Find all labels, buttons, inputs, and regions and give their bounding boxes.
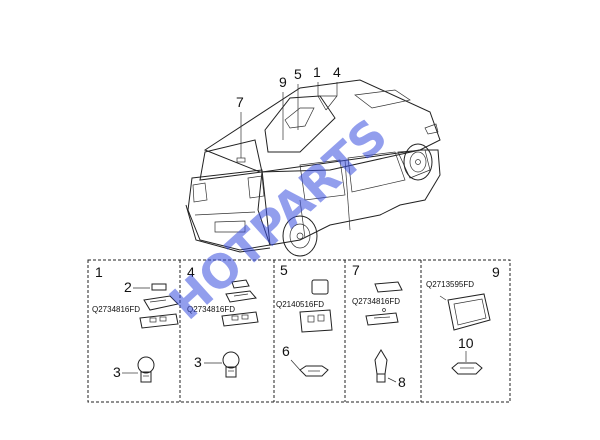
lamp-housing-part [143,295,180,311]
callout-2: 2 [124,279,132,295]
panel-number: 5 [280,262,288,278]
part-number: Q2734816FD [352,297,400,306]
callout-8: 8 [398,374,406,390]
lens-part [151,283,167,291]
part-number: Q2734816FD [92,305,140,314]
lamp-housing-part [225,290,257,303]
callout-3: 3 [113,364,121,380]
lamp-housing-part [365,312,399,326]
lens-part [311,279,329,295]
vehicle-illustration [185,79,441,257]
bulb-part [222,351,240,369]
lens-part [374,281,403,293]
bulb-part [374,349,388,375]
panel-1: 1 2 Q2734816FD 3 [92,264,180,383]
panel-9: 9 Q2713595FD 10 [426,264,500,375]
lamp-housing-part [299,309,333,333]
callout-4: 4 [333,64,341,80]
panel-4: 4 Q2734816FD 3 [187,264,259,378]
panel-7: 7 Q2734816FD 8 [352,262,406,390]
panel-number: 4 [187,264,195,280]
callout-9: 9 [279,74,287,90]
callout-5: 5 [294,66,302,82]
part-number: Q2140516FD [276,300,324,309]
festoon-bulb-part [451,362,483,375]
panel-number: 9 [492,264,500,280]
callout-1: 1 [313,64,321,80]
part-number: Q2713595FD [426,280,474,289]
callout-6: 6 [282,343,290,359]
callout-10: 10 [458,335,474,351]
part-number: Q2734816FD [187,305,235,314]
callout-3: 3 [194,354,202,370]
panel-number: 7 [352,262,360,278]
lamp-assembly-part [447,293,491,331]
panel-number: 1 [95,264,103,280]
panel-5: 5 Q2140516FD 6 [276,262,333,377]
parts-panel-frame [87,259,511,403]
lens-part [231,279,250,289]
festoon-bulb-part [299,365,329,377]
lamp-base-part [139,313,179,329]
callout-7: 7 [236,94,244,110]
lamp-base-part [221,311,259,327]
bulb-part [137,356,155,374]
